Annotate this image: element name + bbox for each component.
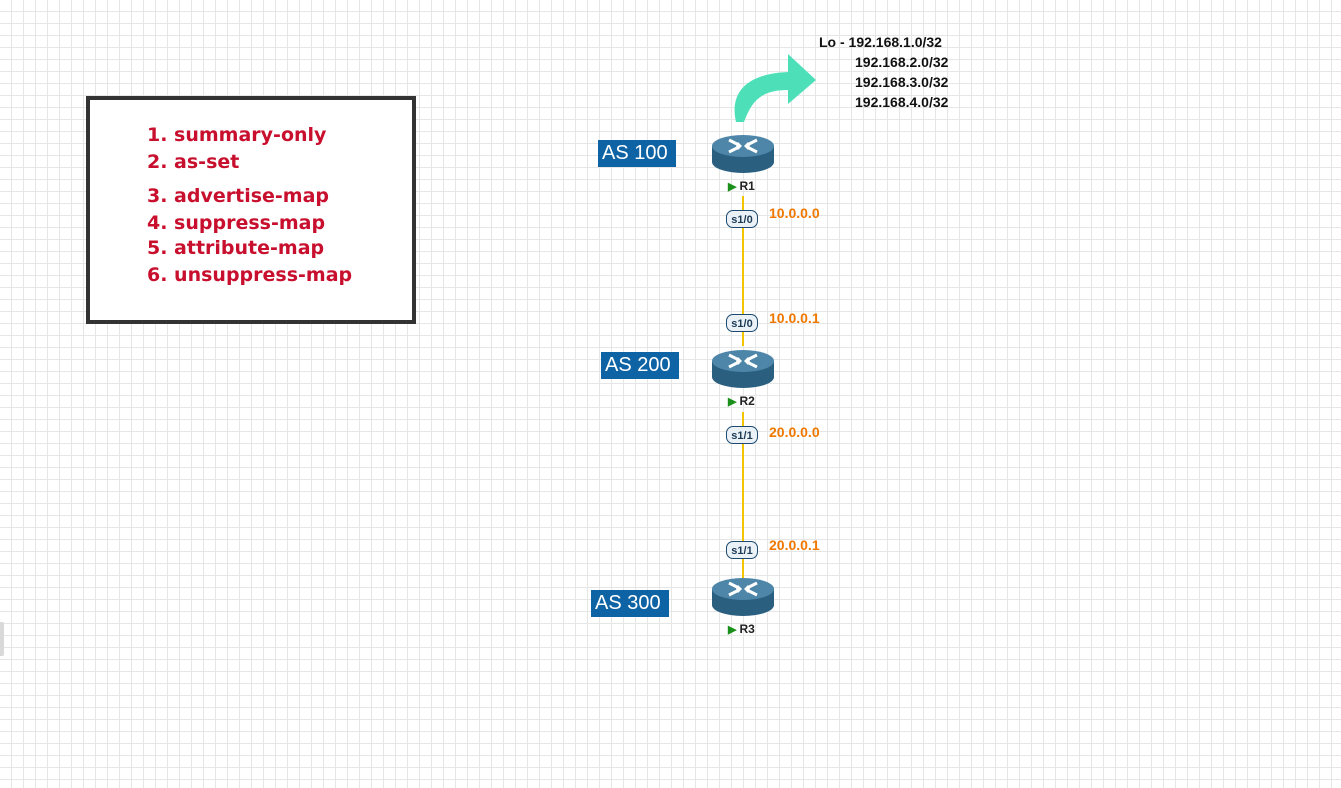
- feature-item: 6. unsuppress-map: [147, 264, 353, 286]
- loopback-line: 192.168.2.0/32: [855, 54, 949, 70]
- router-name: R2: [739, 394, 755, 408]
- router-icon[interactable]: [711, 576, 775, 618]
- as-label: AS 300: [591, 590, 669, 617]
- play-icon: ▶: [728, 181, 737, 193]
- feature-item: 1. summary-only: [147, 124, 327, 146]
- feature-item: 3. advertise-map: [147, 185, 330, 207]
- curved-arrow-icon: [734, 54, 816, 122]
- interface-badge: s1/1: [726, 426, 758, 444]
- ip-address-label: 10.0.0.0: [769, 205, 820, 221]
- router-label[interactable]: ▶R1: [728, 179, 755, 193]
- feature-item: 2. as-set: [147, 151, 240, 173]
- loopback-line: 192.168.4.0/32: [855, 94, 949, 110]
- feature-list-box: 1. summary-only 2. as-set 3. advertise-m…: [86, 96, 416, 324]
- router-name: R1: [739, 179, 755, 193]
- feature-item: 5. attribute-map: [147, 237, 325, 259]
- ip-address-label: 10.0.0.1: [769, 310, 820, 326]
- router-name: R3: [739, 622, 755, 636]
- as-label: AS 200: [601, 352, 679, 379]
- interface-badge: s1/1: [726, 541, 758, 559]
- side-panel-handle[interactable]: [0, 622, 4, 656]
- play-icon: ▶: [728, 396, 737, 408]
- interface-badge: s1/0: [726, 314, 758, 332]
- router-label[interactable]: ▶R3: [728, 622, 755, 636]
- link-r2-r3: [742, 412, 744, 578]
- link-r1-r2: [742, 196, 744, 346]
- router-icon[interactable]: [711, 133, 775, 175]
- interface-badge: s1/0: [726, 210, 758, 228]
- feature-item: 4. suppress-map: [147, 212, 326, 234]
- ip-address-label: 20.0.0.1: [769, 537, 820, 553]
- as-label: AS 100: [598, 140, 676, 167]
- loopback-prefix: Lo - 192.168.1.0/32: [819, 34, 942, 50]
- router-label[interactable]: ▶R2: [728, 394, 755, 408]
- loopback-line: 192.168.3.0/32: [855, 74, 949, 90]
- ip-address-label: 20.0.0.0: [769, 424, 820, 440]
- play-icon: ▶: [728, 624, 737, 636]
- router-icon[interactable]: [711, 348, 775, 390]
